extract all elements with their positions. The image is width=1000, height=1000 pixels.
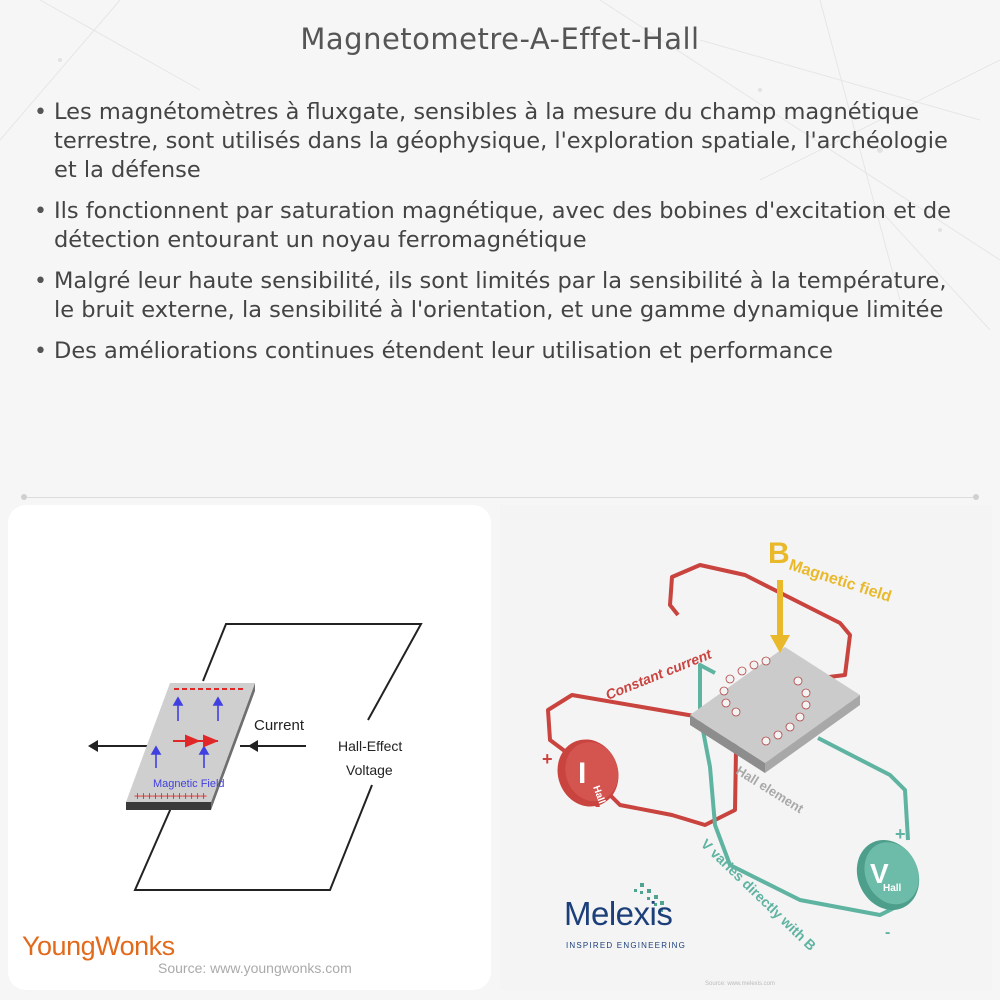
bullet-item: • Ils fonctionnent par saturation magnéti… (28, 197, 968, 255)
v-varies-label: V varies directly with B (698, 836, 819, 954)
youngwonks-source: Source: www.youngwonks.com (158, 960, 352, 976)
voltage-wire-top (202, 623, 423, 721)
constant-current-wire-top (668, 563, 852, 682)
logo-dot (660, 901, 664, 905)
bullet-glyph: • (34, 269, 47, 294)
bullet-list: • Les magnétomètres à fluxgate, sensibles… (28, 98, 968, 378)
charge-dot (773, 730, 783, 740)
voltage-meter-symbol: V (870, 858, 889, 889)
logo-dot (647, 897, 650, 900)
magnetic-field-arrowhead (770, 635, 790, 653)
electron-flow-arrow (203, 734, 219, 748)
electron-flow-arrow (185, 734, 201, 748)
charge-dot (731, 707, 741, 717)
charge-dot (793, 676, 803, 686)
background-network-decoration (0, 0, 1000, 331)
logo-dot (654, 895, 658, 899)
melexis-logo: Melexis (564, 895, 673, 932)
voltage-wire (698, 663, 901, 917)
voltage-meter-subscript: Hall (883, 883, 902, 894)
current-arrow-right (248, 740, 258, 752)
charge-dot (719, 686, 729, 696)
bullet-glyph: • (34, 339, 47, 364)
logo-dot (660, 909, 663, 912)
hall-effect-diagram-youngwonks: Magnetic Field ++++++++++++ Current Hall… (8, 505, 491, 990)
melexis-tagline: INSPIRED ENGINEERING (566, 941, 687, 950)
bullet-text: Les magnétomètres à fluxgate, sensibles … (54, 99, 948, 183)
magnetic-field-label: Magnetic field (787, 557, 894, 606)
hall-voltage-label-line2: Voltage (346, 762, 393, 778)
bullet-glyph: • (34, 100, 47, 125)
hall-element-side-right (765, 695, 860, 773)
b-label: B (768, 537, 790, 570)
youngwonks-logo: YoungWonks (22, 931, 175, 961)
bullet-text: Des améliorations continues étendent leu… (54, 338, 833, 364)
bullet-item: • Des améliorations continues étendent le… (28, 337, 968, 366)
charge-dot (721, 698, 731, 708)
charge-dot (795, 712, 805, 722)
hall-effect-schematic: Magnetic Field ++++++++++++ Current Hall… (88, 623, 423, 891)
field-arrow-head (172, 696, 184, 706)
section-divider (21, 494, 979, 500)
field-arrow-head (198, 745, 210, 755)
hall-element-diagram-melexis: B Magnetic field Constant current Hall e… (500, 505, 992, 990)
logo-dot (640, 883, 644, 887)
bullet-text: Ils fonctionnent par saturation magnétiq… (54, 198, 952, 253)
field-arrow-head (150, 745, 162, 755)
charge-dot (801, 700, 811, 710)
page-title: Magnetometre-A-Effet-Hall (300, 22, 700, 56)
charge-dot (785, 722, 795, 732)
melexis-source: Source: www.melexis.com (705, 981, 776, 987)
voltage-meter-plus: + (895, 824, 906, 844)
bullet-item: • Malgré leur haute sensibilité, ils sont… (28, 267, 968, 325)
bullet-glyph: • (34, 199, 47, 224)
logo-dot (654, 903, 657, 906)
charge-dot (725, 674, 735, 684)
charge-dot (749, 660, 759, 670)
current-meter-symbol: I (578, 757, 586, 790)
bullet-text: Malgré leur haute sensibilité, ils sont … (54, 268, 947, 323)
constant-current-wire (606, 749, 738, 827)
hall-element-side-left (690, 715, 765, 773)
hall-element-top (690, 647, 860, 763)
voltage-wire (817, 736, 910, 841)
hall-element-label: Hall element (733, 763, 806, 817)
current-meter (557, 739, 619, 807)
voltage-wire-bottom (133, 784, 373, 891)
logo-dot (640, 891, 643, 894)
field-arrow-head (212, 696, 224, 706)
charge-dot (801, 688, 811, 698)
charge-dot (737, 666, 747, 676)
logo-dot (647, 889, 651, 893)
hall-voltage-label-line1: Hall-Effect (338, 738, 402, 754)
logo-dot (634, 889, 637, 892)
hall-element-illustration: B Magnetic field Constant current Hall e… (542, 537, 920, 954)
magnetic-field-label: Magnetic Field (153, 778, 225, 790)
current-label: Current (254, 717, 305, 734)
hall-plate-side (126, 802, 211, 810)
charge-dot (761, 736, 771, 746)
current-meter-minus: - (595, 797, 600, 814)
voltage-meter (856, 839, 920, 911)
bullet-item: • Les magnétomètres à fluxgate, sensibles… (28, 98, 968, 185)
hall-plate-edge (211, 683, 255, 810)
voltage-meter-minus: - (885, 924, 890, 941)
current-arrow-left (88, 740, 98, 752)
charge-dot (761, 656, 771, 666)
current-meter-plus: + (542, 749, 553, 769)
positive-charges: ++++++++++++ (134, 789, 207, 803)
